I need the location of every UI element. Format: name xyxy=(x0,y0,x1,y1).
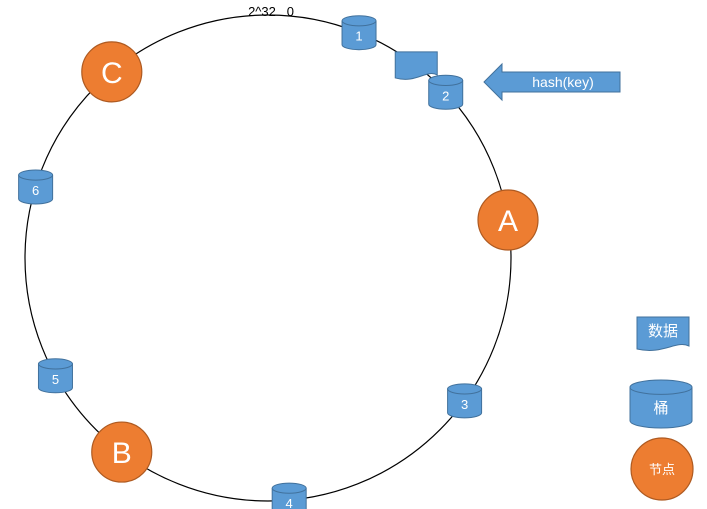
cylinder-top xyxy=(629,379,693,395)
document-shape-icon xyxy=(636,316,690,351)
cylinder-body xyxy=(428,80,464,110)
bucket-2: 2 xyxy=(428,74,464,110)
node-circle xyxy=(477,189,539,251)
node-a: A xyxy=(477,189,539,251)
legend-node-label: 节点 xyxy=(649,462,675,477)
hash-key-arrow: hash(key) xyxy=(483,62,621,102)
arrow-shape xyxy=(483,62,621,102)
bucket-label: 3 xyxy=(461,397,468,412)
node-c: C xyxy=(81,41,143,103)
bucket-label: 5 xyxy=(52,372,59,387)
node-circle xyxy=(91,421,153,483)
cylinder-top xyxy=(341,15,377,27)
bucket-3: 3 xyxy=(447,383,483,419)
circle-node-icon xyxy=(630,437,694,501)
cylinder-icon xyxy=(629,379,693,429)
node-b: B xyxy=(91,421,153,483)
legend-bucket-item: 桶 xyxy=(629,379,693,429)
legend-cylinder xyxy=(629,379,693,429)
node-circle xyxy=(81,41,143,103)
buckets-layer: 1 2 3 4 5 6 xyxy=(18,15,483,509)
cylinder-top xyxy=(37,358,73,370)
data-item-on-ring xyxy=(394,51,438,80)
legend-data-label: 数据 xyxy=(648,323,678,340)
hash-key-label: hash(key) xyxy=(532,74,593,90)
data-layer xyxy=(394,51,438,80)
cylinder-top xyxy=(18,169,54,181)
bucket-label: 2 xyxy=(442,88,449,103)
bucket-4: 4 xyxy=(271,482,307,509)
cylinder-body xyxy=(341,20,377,51)
bucket-6: 6 xyxy=(18,169,54,205)
cylinder-top xyxy=(447,383,483,395)
cylinder-top xyxy=(428,74,464,86)
bucket-1: 1 xyxy=(341,15,377,51)
bucket-label: 6 xyxy=(32,183,39,198)
cylinder-top xyxy=(271,482,307,494)
bucket-label: 1 xyxy=(355,29,362,44)
hash-ring xyxy=(24,14,512,502)
cylinder-body xyxy=(18,175,54,205)
node-label: C xyxy=(101,57,123,90)
bucket-5: 5 xyxy=(37,358,73,394)
cylinder-body xyxy=(629,387,693,429)
legend: 数据 桶 节点 xyxy=(629,316,694,501)
legend-node-item: 节点 xyxy=(630,437,694,501)
nodes-layer: A B C xyxy=(81,41,539,483)
cylinder-body xyxy=(271,488,307,509)
node-label: B xyxy=(112,437,132,470)
legend-bucket-label: 桶 xyxy=(653,400,668,417)
ring-top-label: 2^32 0 xyxy=(248,4,294,19)
node-label: A xyxy=(498,205,518,238)
cylinder-body xyxy=(447,388,483,419)
bucket-label: 4 xyxy=(286,496,293,509)
cylinder-body xyxy=(37,363,73,394)
legend-data-item: 数据 xyxy=(636,316,690,351)
